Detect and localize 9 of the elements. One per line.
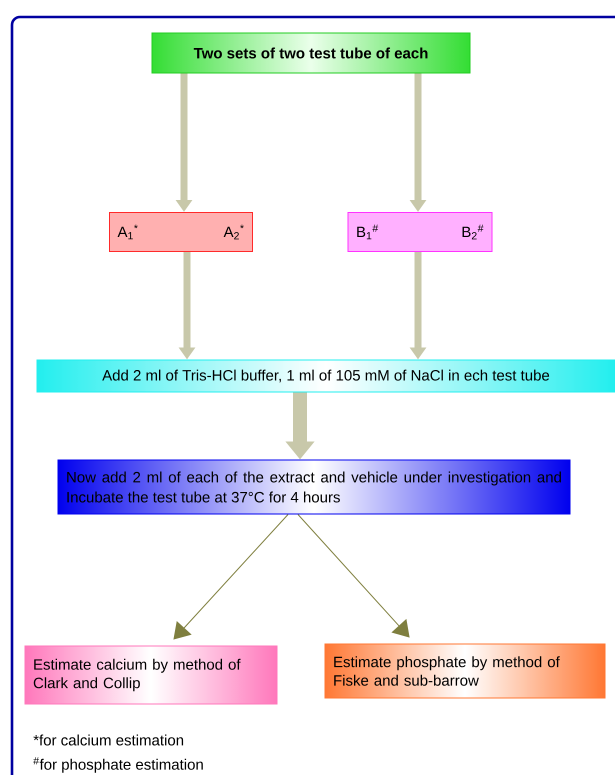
step-box: Add 2 ml of Tris-HCl buffer, 1 ml of 105 mM of NaCl in ech test tube xyxy=(36,360,615,392)
result-box: Estimate phosphate by method of Fiske and sub-barrow xyxy=(324,644,606,698)
result-box: Estimate calcium by method of Clark and Collip xyxy=(24,646,278,704)
tube-group-box: A$_{1}$* A$_{2}$* xyxy=(109,212,253,252)
step-box: Now add 2 ml of each of the extract and vehicle under investigation and Incubate the test tube at 37°C for 4 hours xyxy=(58,460,570,514)
step-box: Two sets of two test tube of each xyxy=(152,32,470,74)
footnote-text: *for calcium estimation xyxy=(33,734,184,746)
tube-group-box: B$_{1}$# B$_{2}$# xyxy=(348,212,492,252)
footnote-text: $^{#}$for phosphate estimation xyxy=(33,757,203,773)
